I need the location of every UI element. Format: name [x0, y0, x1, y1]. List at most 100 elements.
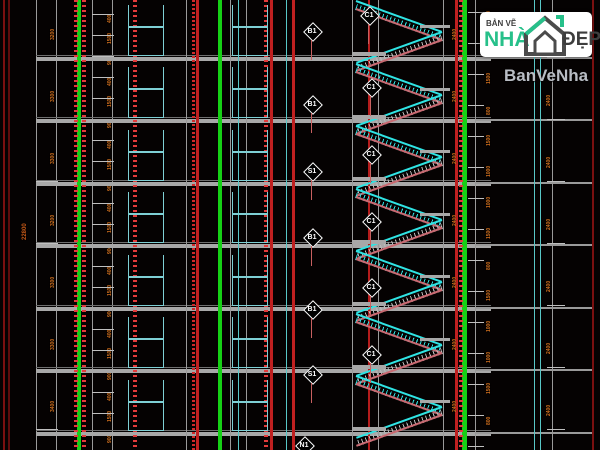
dimension-label-stair-zone: 2400	[452, 400, 458, 412]
dimension-tick	[92, 266, 114, 267]
window-opening	[232, 255, 268, 306]
dimension-label-right-inner: 1500	[486, 289, 492, 301]
dimension-label-left-inner: 400	[107, 140, 113, 149]
level-marker-label: C1	[366, 350, 376, 358]
dimension-tick	[36, 429, 58, 430]
level-marker[interactable]: C1	[362, 345, 382, 365]
level-marker-label: B1	[307, 233, 317, 241]
dimension-tick-right	[468, 198, 484, 199]
window-transom	[232, 213, 268, 215]
dimension-tick	[92, 203, 114, 204]
level-marker-leader	[370, 96, 371, 116]
dimension-label-right-inner: 1000	[486, 165, 492, 177]
dimension-label-right-inner: 800	[486, 106, 492, 115]
column-green-center	[218, 0, 222, 450]
level-marker-leader	[370, 230, 371, 250]
dimension-tick-right	[468, 353, 484, 354]
floor-slab	[36, 369, 491, 373]
logo-text-nha: NHÀ	[484, 28, 530, 51]
dimension-label-right-inner: 1500	[486, 134, 492, 146]
level-marker[interactable]: B1	[303, 300, 323, 320]
dimension-tick	[36, 181, 58, 182]
level-marker-label: C1	[366, 217, 376, 225]
dimension-tick	[92, 35, 114, 36]
level-marker-label: C1	[364, 11, 374, 19]
dimension-label-left-inner: 400	[107, 266, 113, 275]
level-marker[interactable]: B1	[303, 22, 323, 42]
level-marker[interactable]: B1	[303, 95, 323, 115]
level-marker[interactable]: S1	[303, 162, 323, 182]
window-transom	[128, 338, 164, 340]
level-marker-label: N1	[299, 441, 309, 449]
dimension-label-stair-zone: 2400	[452, 276, 458, 288]
stair-landing	[352, 240, 386, 244]
level-marker-leader	[311, 246, 312, 266]
dimension-tick-mid	[547, 181, 565, 182]
dimension-label-stair-zone: 2400	[452, 214, 458, 226]
stair-landing-upper	[420, 88, 450, 91]
dimension-label-mid: 2400	[546, 94, 552, 106]
logo-text-dep: ĐẸP	[562, 29, 600, 50]
dimension-tick-right	[468, 291, 484, 292]
window-transom	[232, 26, 268, 28]
dimension-tick-mid	[547, 243, 565, 244]
dimension-label-right-inner: 1500	[486, 72, 492, 84]
dimension-label-right-inner: 800	[486, 261, 492, 270]
dimension-label-mid: 2400	[546, 218, 552, 230]
level-marker-label: C1	[366, 150, 376, 158]
dimension-tick	[92, 140, 114, 141]
wall-red-center-left	[196, 0, 199, 450]
logo-badge[interactable]: BẢN VẼ NHÀ ĐẸP	[480, 12, 600, 57]
level-marker[interactable]: N1	[295, 436, 315, 450]
dimension-tick-right	[468, 260, 484, 261]
stair-shaft-left-edge	[352, 0, 353, 450]
dimension-tick-mid	[547, 119, 565, 120]
window-transom	[128, 401, 164, 403]
floor-slab	[36, 182, 491, 186]
floor-slab	[36, 119, 491, 123]
dimension-label-right-inner: 1500	[486, 382, 492, 394]
rebar-column-c	[264, 0, 268, 450]
dimension-tick-right	[468, 12, 484, 13]
window-opening	[128, 130, 164, 181]
dimension-tick	[92, 413, 114, 414]
rebar-hatch-right	[459, 0, 463, 450]
level-marker[interactable]: C1	[360, 6, 380, 26]
house-icon	[524, 15, 566, 56]
rebar-hatch-left	[74, 0, 78, 450]
dim-rail-left-2	[56, 0, 57, 450]
stair-landing-upper	[420, 400, 450, 403]
stair-landing	[352, 302, 386, 306]
dimension-label-mid: 2400	[546, 404, 552, 416]
rebar-column-a	[133, 0, 137, 450]
dimension-label-stair-zone: 2400	[452, 152, 458, 164]
dimension-tick	[92, 98, 114, 99]
level-marker-label: C1	[366, 83, 376, 91]
window-opening	[128, 380, 164, 431]
window-opening	[128, 67, 164, 118]
level-marker[interactable]: B1	[303, 228, 323, 248]
level-marker-leader	[311, 180, 312, 200]
dimension-tick-right	[468, 43, 484, 44]
stair-landing-upper	[420, 25, 450, 28]
dimension-tick	[92, 287, 114, 288]
dimension-label-left-inner: 400	[107, 392, 113, 401]
level-marker[interactable]: C1	[362, 212, 382, 232]
window-opening	[232, 380, 268, 431]
dimension-tick	[92, 350, 114, 351]
level-marker-leader	[370, 296, 371, 316]
dimension-label-left-inner: 400	[107, 14, 113, 23]
gridline-center-3	[246, 0, 247, 450]
level-marker[interactable]: S1	[303, 365, 323, 385]
level-marker[interactable]: C1	[362, 278, 382, 298]
dim-rail-left-3	[92, 0, 93, 450]
dimension-tick-mid	[547, 367, 565, 368]
level-marker-leader	[370, 363, 371, 383]
level-marker[interactable]: C1	[362, 78, 382, 98]
window-transom	[128, 26, 164, 28]
window-transom	[128, 276, 164, 278]
level-marker[interactable]: C1	[362, 145, 382, 165]
level-marker-leader	[370, 163, 371, 183]
window-opening	[128, 5, 164, 56]
